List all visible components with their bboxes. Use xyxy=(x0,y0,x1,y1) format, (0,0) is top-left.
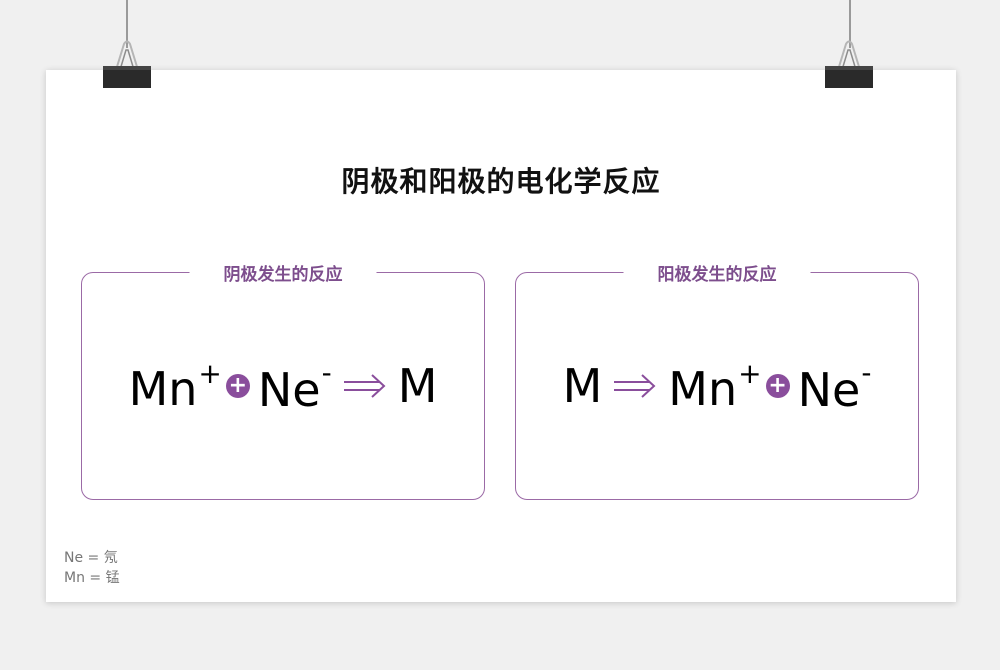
reaction-equation: Mn+ + Ne- M xyxy=(82,356,484,414)
reactant-term: Ne- xyxy=(258,356,332,414)
hanging-wire-right xyxy=(849,0,851,48)
box-label: 阴极发生的反应 xyxy=(189,260,377,285)
anode-reaction-box: 阳极发生的反应 M Mn+ + Ne- xyxy=(515,260,919,500)
note-line: Ne = 氖 xyxy=(64,550,118,566)
cathode-reaction-box: 阴极发生的反应 Mn+ + Ne- M xyxy=(81,260,485,500)
plus-circle-icon: + xyxy=(765,374,790,398)
legend-notes: Ne = 氖 Mn = 锰 xyxy=(64,548,120,588)
reactant-term: Mn+ xyxy=(129,357,222,413)
charge-superscript: - xyxy=(861,356,872,389)
species-text: Ne xyxy=(257,363,321,417)
species-text: M xyxy=(397,359,438,413)
product-term: M xyxy=(398,363,438,409)
charge-superscript: - xyxy=(321,356,332,389)
species-text: M xyxy=(562,359,603,413)
box-label: 阳极发生的反应 xyxy=(623,260,811,285)
species-text: Mn xyxy=(668,362,738,416)
binder-clip-icon xyxy=(103,40,151,88)
species-text: Mn xyxy=(128,362,198,416)
page-title: 阴极和阳极的电化学反应 xyxy=(341,165,661,198)
species-text: Ne xyxy=(797,363,861,417)
double-arrow-icon xyxy=(614,374,656,398)
product-term: Mn+ xyxy=(668,357,762,413)
hanging-wire-left xyxy=(126,0,128,48)
plus-circle-icon: + xyxy=(225,374,250,398)
paper-card: 阴极和阳极的电化学反应 阴极发生的反应 Mn+ + Ne- M 阳极发生的反应 … xyxy=(46,70,956,602)
product-term: Ne- xyxy=(798,356,872,414)
reactant-term: M xyxy=(563,363,603,409)
note-line: Mn = 锰 xyxy=(64,570,120,586)
charge-superscript: + xyxy=(198,357,222,390)
binder-clip-icon xyxy=(825,40,873,88)
reaction-equation: M Mn+ + Ne- xyxy=(516,356,918,414)
charge-superscript: + xyxy=(738,357,762,390)
double-arrow-icon xyxy=(343,374,386,398)
